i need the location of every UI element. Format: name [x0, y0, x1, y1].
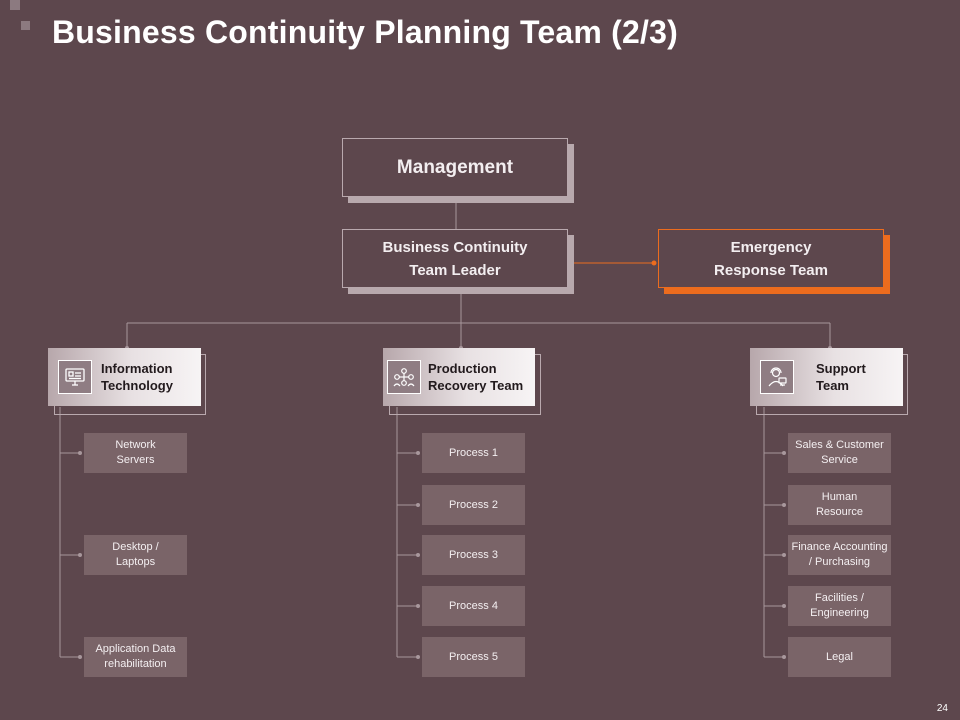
- team-network-icon: [387, 360, 421, 394]
- sub-item: Legal: [788, 637, 891, 677]
- category-production-recovery: Production Recovery Team: [383, 348, 535, 406]
- category-support-team: Support Team: [750, 348, 903, 406]
- sub-item: Process 2: [422, 485, 525, 525]
- sub-item: Human Resource: [788, 485, 891, 525]
- sub-item: Process 3: [422, 535, 525, 575]
- computer-icon: [58, 360, 92, 394]
- management-label: Management: [396, 156, 514, 178]
- sub-item: Network Servers: [84, 433, 187, 473]
- category-label: Information Technology: [101, 361, 173, 393]
- sub-item: Process 1: [422, 433, 525, 473]
- corner-decoration: [10, 0, 20, 10]
- team-leader-label: Business Continuity Team Leader: [382, 238, 528, 279]
- emergency-response-label: Emergency Response Team: [714, 238, 828, 279]
- category-label: Support Team: [816, 361, 866, 393]
- category-information-technology: Information Technology: [48, 348, 201, 406]
- corner-decoration-small: [21, 21, 30, 30]
- page-number: 24: [936, 703, 948, 714]
- page-title: Business Continuity Planning Team (2/3): [52, 14, 678, 50]
- sub-item: Sales & Customer Service: [788, 433, 891, 473]
- sub-item: Application Data rehabilitation: [84, 637, 187, 677]
- management-box: Management: [342, 138, 568, 197]
- sub-item: Process 5: [422, 637, 525, 677]
- sub-item: Finance Accounting / Purchasing: [788, 535, 891, 575]
- support-agent-icon: [760, 360, 794, 394]
- category-label: Production Recovery Team: [428, 361, 524, 393]
- team-leader-box: Business Continuity Team Leader: [342, 229, 568, 288]
- sub-item: Desktop / Laptops: [84, 535, 187, 575]
- sub-item: Process 4: [422, 586, 525, 626]
- emergency-response-box: Emergency Response Team: [658, 229, 884, 288]
- sub-item: Facilities / Engineering: [788, 586, 891, 626]
